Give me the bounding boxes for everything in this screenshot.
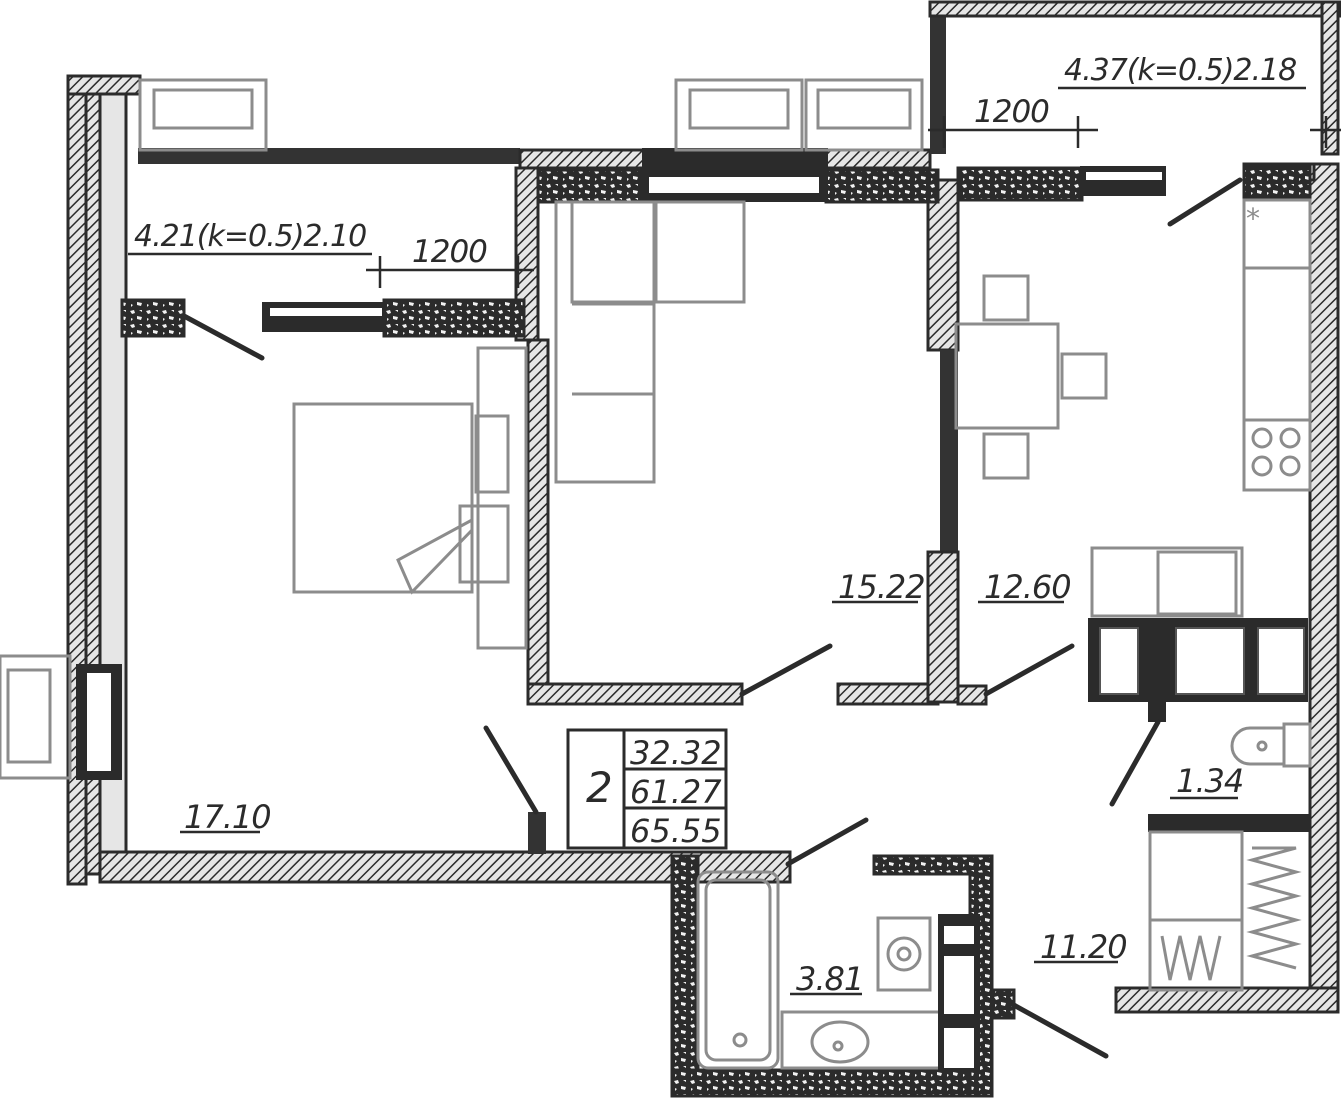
furniture: * (292, 198, 1312, 1070)
dimension-markers (366, 116, 1341, 288)
kitchen-counter (1242, 198, 1312, 492)
dining-table (954, 322, 1060, 430)
window-1-width: 1200 (412, 234, 487, 270)
summary-legend: 2 32.32 61.27 65.55 (566, 728, 728, 850)
hall-area: 11.20 (1040, 928, 1127, 966)
toilet (1282, 722, 1312, 768)
room-area-labels: 17.10 15.22 12.60 1.34 11.20 3.81 (180, 568, 1244, 998)
legend-living-area: 32.32 (630, 734, 722, 772)
radiators (0, 78, 924, 780)
washing-machine (876, 916, 932, 992)
kitchen-area: 12.60 (984, 568, 1071, 606)
legend-total-with-balconies: 65.55 (630, 812, 722, 850)
exterior-walls (66, 0, 1341, 1014)
living-room-area: 15.22 (838, 568, 925, 606)
toilet-area: 1.34 (1176, 762, 1243, 800)
bedroom-area: 17.10 (184, 798, 271, 836)
balcony-1-label: 4.21(k=0.5)2.10 (134, 219, 366, 254)
doors (181, 177, 1243, 1059)
legend-rooms-count: 2 (586, 763, 613, 812)
svg-text:*: * (1246, 202, 1260, 235)
windows (76, 148, 1166, 780)
balcony-labels: 4.21(k=0.5)2.10 4.37(k=0.5)2.18 1200 120… (128, 53, 1306, 270)
legend-total-area: 61.27 (630, 773, 722, 811)
bed (292, 402, 474, 594)
bathtub (696, 870, 780, 1070)
balcony-2-label: 4.37(k=0.5)2.18 (1064, 53, 1296, 88)
bathroom-area: 3.81 (796, 960, 863, 998)
window-2-width: 1200 (974, 94, 1049, 130)
